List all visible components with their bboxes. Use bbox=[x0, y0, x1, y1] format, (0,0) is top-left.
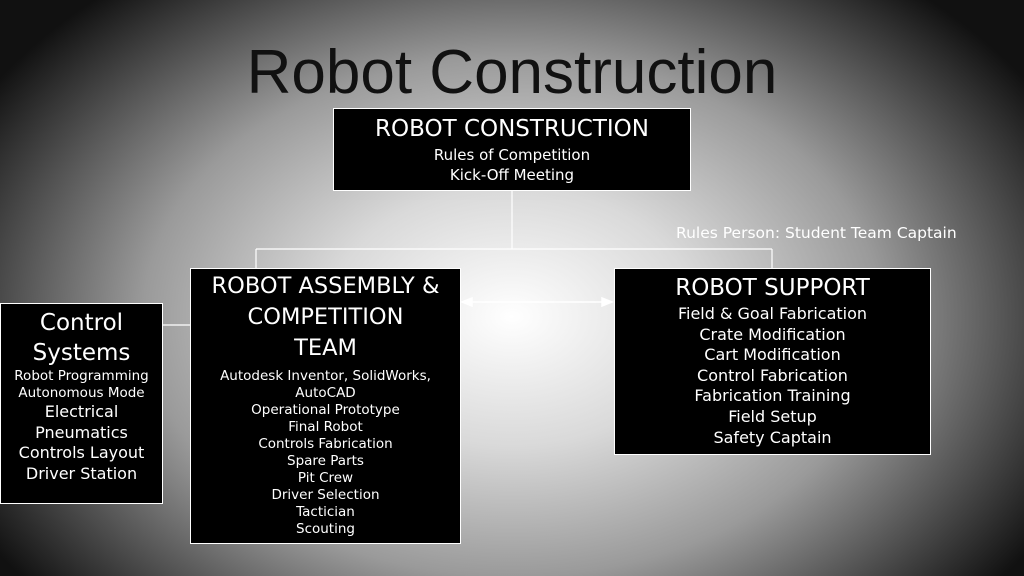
list-item: Tactician bbox=[296, 504, 355, 520]
robot-support-box: ROBOT SUPPORT Field & Goal Fabrication C… bbox=[614, 268, 931, 455]
list-item: Final Robot bbox=[288, 419, 363, 435]
support-header: ROBOT SUPPORT bbox=[675, 275, 870, 301]
list-item: Driver Selection bbox=[271, 487, 380, 503]
list-item: Rules of Competition bbox=[433, 146, 591, 164]
list-item: Controls Fabrication bbox=[258, 436, 393, 452]
list-item: Kick-Off Meeting bbox=[449, 166, 575, 184]
list-item: Pneumatics bbox=[35, 422, 128, 442]
assembly-header-line: COMPETITION bbox=[247, 304, 404, 330]
robot-construction-header: ROBOT CONSTRUCTION bbox=[375, 116, 649, 142]
list-item: Electrical bbox=[44, 402, 119, 421]
list-item: Autonomous Mode bbox=[18, 385, 145, 401]
list-item: Pit Crew bbox=[297, 470, 354, 486]
assembly-header-line: TEAM bbox=[294, 335, 357, 361]
robot-assembly-box: ROBOT ASSEMBLY & COMPETITION TEAM Autode… bbox=[190, 268, 461, 544]
slide-title: Robot Construction bbox=[246, 38, 778, 107]
list-item: Safety Captain bbox=[713, 427, 832, 447]
double-arrow bbox=[459, 296, 615, 308]
list-item: Cart Modification bbox=[704, 345, 841, 365]
assembly-header-line: ROBOT ASSEMBLY & bbox=[211, 273, 440, 299]
list-item: Control Fabrication bbox=[697, 365, 848, 385]
list-item: Fabrication Training bbox=[694, 386, 851, 406]
list-item: AutoCAD bbox=[295, 385, 356, 401]
list-item: Scouting bbox=[296, 521, 355, 537]
list-item: Field Setup bbox=[728, 406, 817, 426]
rules-person-note: Rules Person: Student Team Captain bbox=[676, 224, 957, 242]
control-header-line: Systems bbox=[32, 340, 131, 366]
list-item: Autodesk Inventor, SolidWorks, bbox=[220, 368, 431, 384]
robot-construction-box: ROBOT CONSTRUCTION Rules of Competition … bbox=[333, 108, 691, 191]
control-header-line: Control bbox=[39, 310, 124, 336]
list-item: Robot Programming bbox=[14, 368, 149, 384]
list-item: Field & Goal Fabrication bbox=[677, 304, 868, 323]
list-item: Crate Modification bbox=[699, 324, 846, 344]
list-item: Driver Station bbox=[25, 463, 138, 483]
list-item: Operational Prototype bbox=[251, 402, 400, 418]
list-item: Spare Parts bbox=[287, 453, 364, 469]
control-systems-box: Control Systems Robot Programming Autono… bbox=[0, 303, 163, 504]
list-item: Controls Layout bbox=[18, 443, 145, 462]
